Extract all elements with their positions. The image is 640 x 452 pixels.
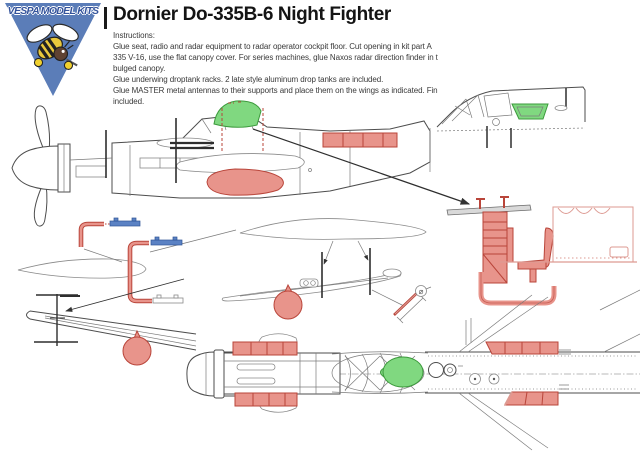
spinner — [11, 145, 59, 191]
instruction-line: Glue seat, radio and radar equipment to … — [113, 42, 432, 51]
radar-cockpit-detail-figure — [446, 196, 637, 306]
wing-edges — [458, 289, 640, 451]
cross-antenna — [34, 294, 78, 346]
drop-tank-highlight — [206, 168, 284, 196]
placement-arrow — [65, 278, 185, 312]
antenna-support-blue — [150, 236, 183, 246]
bee-icon — [26, 23, 79, 70]
detail-arrow — [252, 128, 471, 205]
radar-operator-seat-highlight — [517, 227, 554, 283]
wing-airfoil-profile — [17, 258, 147, 279]
canopy-rail — [446, 204, 532, 216]
title-divider — [104, 7, 107, 29]
instruction-line: 335 V-16, use the flat canopy cover. For… — [113, 53, 438, 62]
instruction-line: Glue underwing droptank racks. 2 late st… — [113, 75, 384, 84]
drop-tank-ball — [122, 329, 152, 366]
instruction-line: included. — [113, 97, 145, 106]
wing-profile-figure — [221, 218, 427, 320]
metal-antenna-figure: ⌀ — [393, 285, 432, 324]
wing-airfoil-profile-large — [239, 218, 427, 240]
exhaust-highlight-bottom — [234, 392, 298, 407]
bulged-canopy-highlight — [213, 100, 262, 128]
plan-view-figure — [186, 289, 640, 451]
exhaust-highlight-top — [232, 341, 298, 356]
brand-logo: VESPA MODEL KITS — [5, 3, 101, 96]
instruction-line: bulged canopy. — [113, 64, 166, 73]
naxos-radome-highlight — [511, 103, 549, 120]
left-wing-figure — [26, 294, 197, 366]
bulged-canopy-plan-highlight — [380, 356, 424, 388]
antenna-detail-figure — [17, 217, 237, 312]
antenna-support-blue — [109, 217, 141, 227]
wing-rack-highlight-bottom — [504, 391, 559, 406]
droptank-rack-highlight — [322, 132, 398, 148]
master-antenna — [78, 221, 104, 247]
page-title: Dornier Do-335B-6 Night Fighter — [113, 4, 391, 25]
instruction-line: Glue MASTER metal antennas to their supp… — [113, 86, 438, 95]
svg-text:⌀: ⌀ — [419, 287, 424, 296]
instructions-heading: Instructions: — [113, 31, 155, 40]
antenna-support-gray — [152, 294, 184, 304]
antenna-mast — [105, 118, 214, 183]
propeller — [33, 105, 51, 227]
master-antenna — [127, 240, 152, 304]
fuselage-section-outline — [500, 206, 637, 263]
cockpit-profile-figure — [436, 86, 586, 148]
wing-rack-highlight-top — [485, 341, 559, 355]
canopy-framework — [331, 351, 429, 394]
cut-opening-dashes — [221, 101, 264, 152]
instructions-block: Instructions: Glue seat, radio and radar… — [113, 30, 459, 107]
brand-name: VESPA MODEL KITS — [7, 5, 99, 17]
wing-edge-view — [221, 268, 402, 302]
drop-tank-ball — [273, 283, 303, 320]
wing-root — [176, 153, 305, 173]
antenna-posts — [476, 196, 509, 209]
side-view-figure — [11, 100, 471, 227]
radio-equipment-highlight — [482, 211, 514, 284]
diameter-callout: ⌀ — [415, 285, 432, 297]
